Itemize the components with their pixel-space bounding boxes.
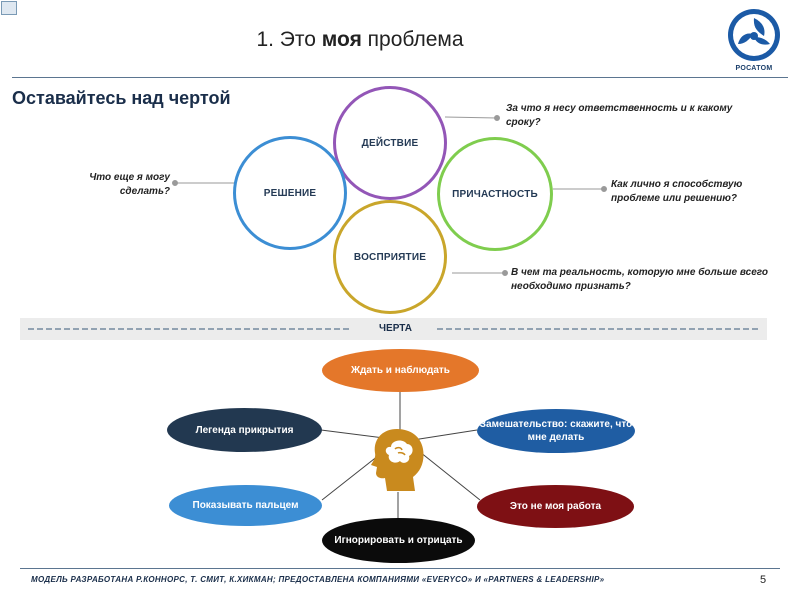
circle-action-label: ДЕЙСТВИЕ — [361, 137, 419, 149]
question-involvement: Как лично я способствую проблеме или реш… — [611, 179, 743, 204]
oval-confusion: Замешательство: скажите, что мне делать — [477, 409, 635, 453]
oval-wait: Ждать и наблюдать — [322, 349, 479, 392]
question-action: За что я несу ответственность и к какому… — [506, 103, 733, 128]
line-band — [20, 318, 767, 340]
link-notmine — [419, 451, 481, 501]
subtitle: Оставайтесь над чертой — [12, 88, 231, 108]
oval-legend: Легенда прикрытия — [167, 408, 322, 452]
circle-perception-label: ВОСПРИЯТИЕ — [353, 251, 427, 263]
circle-perception: ВОСПРИЯТИЕ — [333, 200, 447, 314]
head-profile-icon — [371, 429, 424, 491]
footer-credit: МОДЕЛЬ РАЗРАБОТАНА Р.КОННОРС, Т. СМИТ, К… — [31, 575, 605, 584]
link-confusion — [412, 429, 478, 441]
link-point — [321, 451, 384, 501]
slide-title: 1. Это моя проблема — [256, 28, 464, 51]
top-divider — [12, 77, 788, 78]
slide-thumbnail-icon — [1, 1, 17, 15]
connector-action — [444, 116, 498, 119]
circle-action: ДЕЙСТВИЕ — [333, 86, 447, 200]
oval-ignore: Игнорировать и отрицать — [322, 518, 475, 563]
logo-text: РОСАТОМ — [735, 65, 773, 72]
bottom-divider — [20, 568, 780, 569]
page-number: 5 — [760, 574, 767, 586]
rosatom-logo-icon — [728, 9, 780, 61]
question-perception: В чем та реальность, которую мне больше … — [511, 267, 768, 292]
rosatom-logo: РОСАТОМ — [718, 6, 790, 76]
circle-involvement-label: ПРИЧАСТНОСТЬ — [452, 188, 538, 200]
question-decision: Что еще я могу сделать? — [89, 172, 170, 197]
circle-decision-label: РЕШЕНИЕ — [263, 187, 317, 199]
circle-involvement: ПРИЧАСТНОСТЬ — [437, 137, 553, 251]
circle-decision: РЕШЕНИЕ — [233, 136, 347, 250]
oval-point-finger: Показывать пальцем — [169, 485, 322, 526]
oval-not-my-job: Это не моя работа — [477, 485, 634, 528]
line-label: ЧЕРТА — [379, 323, 412, 334]
